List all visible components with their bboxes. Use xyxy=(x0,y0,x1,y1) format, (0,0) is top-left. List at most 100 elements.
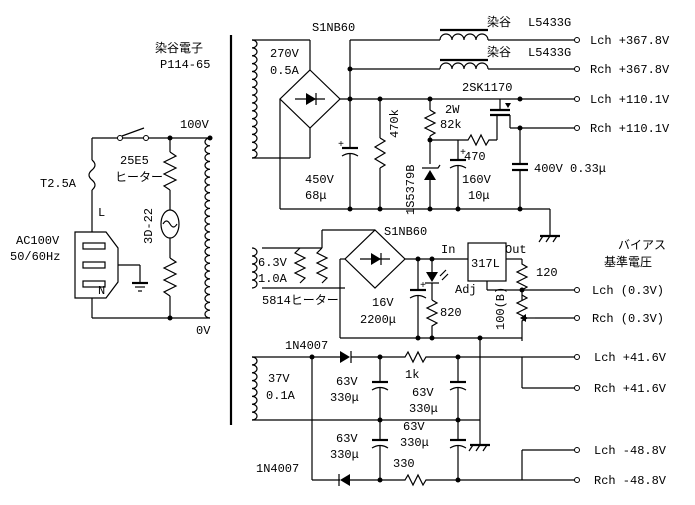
gate-stopper-icon xyxy=(460,133,497,147)
bias-cap-v: 16V xyxy=(372,296,394,310)
cap3-c: 330μ xyxy=(330,448,359,462)
reg-in-label: In xyxy=(441,243,455,257)
choke-1-icon xyxy=(439,28,489,41)
set-resistor-icon xyxy=(515,259,529,300)
reg-out-label: Out xyxy=(505,243,527,257)
out-rch-neg: Rch -48.8V xyxy=(594,474,667,488)
power-switch xyxy=(117,127,149,141)
reg-adj-label: Adj xyxy=(455,283,477,297)
out-rch-bias: Rch (0.3V) xyxy=(592,312,664,326)
bias-cap-icon: + xyxy=(409,259,427,338)
heater-load-icon xyxy=(293,247,307,284)
out-lch-bias: Lch (0.3V) xyxy=(592,284,664,298)
choke-2-maker: 染谷 xyxy=(487,44,511,60)
diode-top-label: 1N4007 xyxy=(285,339,328,353)
terminal-icon xyxy=(574,447,580,453)
fet-label: 2SK1170 xyxy=(462,81,512,95)
terminal-icon xyxy=(574,315,580,321)
reg-label: 317L xyxy=(471,257,500,271)
cap-icon xyxy=(449,357,467,418)
neg-winding-a: 0.1A xyxy=(266,389,296,403)
bleeder-label: 470k xyxy=(388,109,402,138)
diode-bot-icon xyxy=(338,474,350,486)
ac-source-label: AC100V xyxy=(16,234,60,248)
gate-r-watt: 2W xyxy=(445,103,460,117)
out-lch-hv: Lch +367.8V xyxy=(590,34,670,48)
transformer-maker: 染谷電子 xyxy=(155,40,203,56)
cap4-v: 63V xyxy=(403,420,425,434)
terminal-icon xyxy=(574,385,580,391)
hv-cap-c: 68μ xyxy=(305,189,327,203)
terminal-icon xyxy=(574,125,580,131)
pot-icon xyxy=(515,294,529,341)
gate-resistor-icon xyxy=(423,99,437,164)
out-lch-pos: Lch +41.6V xyxy=(594,351,667,365)
terminal-icon xyxy=(574,477,580,483)
bleeder-resistor-icon xyxy=(373,99,387,209)
hv-cap-v: 450V xyxy=(305,173,335,187)
hv-bridge-icon xyxy=(279,69,341,129)
led-icon xyxy=(425,259,449,300)
bias-winding-v: 6.3V xyxy=(258,256,288,270)
cap2-v: 63V xyxy=(412,386,434,400)
neutral-label: N xyxy=(98,284,105,298)
zener-diode-icon xyxy=(422,164,441,209)
ac-input-section: T2.5A L N AC100V 50/60Hz 25E5 ヒーター 3D-22… xyxy=(10,40,213,338)
choke-1-maker: 染谷 xyxy=(487,14,511,30)
gate-cap-icon: + xyxy=(449,140,467,209)
bias-bridge-label: S1NB60 xyxy=(384,225,427,239)
hv-section: 270V 0.5A S1NB60 染 xyxy=(251,14,670,243)
hv-bridge-label: S1NB60 xyxy=(312,21,355,35)
out-rch-mv: Rch +110.1V xyxy=(590,122,670,136)
bias-bridge-icon xyxy=(344,229,406,289)
bias-title-1: バイアス xyxy=(618,239,666,253)
dual-supply-section: 37V 0.1A 1N4007 1N4007 1k 330 xyxy=(251,338,667,488)
r-bot-icon xyxy=(402,473,430,487)
ac-inlet-icon xyxy=(74,231,148,299)
r-set-label: 120 xyxy=(536,266,558,280)
fuse-label: T2.5A xyxy=(40,177,77,191)
cap-icon xyxy=(449,418,467,480)
heater-label: ヒーター xyxy=(115,170,163,185)
neg-winding-v: 37V xyxy=(268,372,290,386)
primary-coil xyxy=(204,137,211,319)
cap1-c: 330μ xyxy=(330,391,359,405)
diode-bot-label: 1N4007 xyxy=(256,462,299,476)
out-rch-hv: Rch +367.8V xyxy=(590,63,670,77)
pot-label: 100(B) xyxy=(494,287,508,330)
tap-100v-label: 100V xyxy=(180,118,210,132)
ac-freq-label: 50/60Hz xyxy=(10,250,60,264)
terminal-icon xyxy=(574,354,580,360)
r-bot-label: 330 xyxy=(393,457,415,471)
diode-top-icon xyxy=(340,351,352,363)
hv-cap-icon: + xyxy=(338,99,359,209)
r-adj-label: 820 xyxy=(440,306,462,320)
film-cap-label: 400V 0.33μ xyxy=(534,162,606,176)
bias-winding-a: 1.0A xyxy=(258,272,288,286)
gate-cap-v: 160V xyxy=(462,173,492,187)
out-lch-mv: Lch +110.1V xyxy=(590,93,670,107)
cap2-c: 330μ xyxy=(409,402,438,416)
hv-winding-v: 270V xyxy=(270,47,300,61)
gate-cap-c: 10μ xyxy=(468,189,490,203)
cap1-v: 63V xyxy=(336,375,358,389)
hv-winding-a: 0.5A xyxy=(270,64,300,78)
svg-text:+: + xyxy=(460,148,466,159)
cap-icon xyxy=(371,418,389,480)
terminal-icon xyxy=(574,66,580,72)
choke-2-icon xyxy=(439,58,489,70)
cap4-c: 330μ xyxy=(400,436,429,450)
zener-label: 1S5379B xyxy=(404,165,418,215)
terminal-icon xyxy=(574,96,580,102)
cap-icon xyxy=(371,357,389,418)
mosfet-icon xyxy=(490,99,575,140)
choke-2-model: L5433G xyxy=(528,46,571,60)
tap-0v-label: 0V xyxy=(196,324,211,338)
bias-heater-label: 5814ヒーター xyxy=(262,293,339,308)
bias-title-2: 基準電圧 xyxy=(604,254,652,270)
heater-string xyxy=(160,138,180,318)
heater-tube-label: 25E5 xyxy=(120,154,149,168)
film-cap-icon xyxy=(512,128,528,209)
terminal-icon xyxy=(574,37,580,43)
